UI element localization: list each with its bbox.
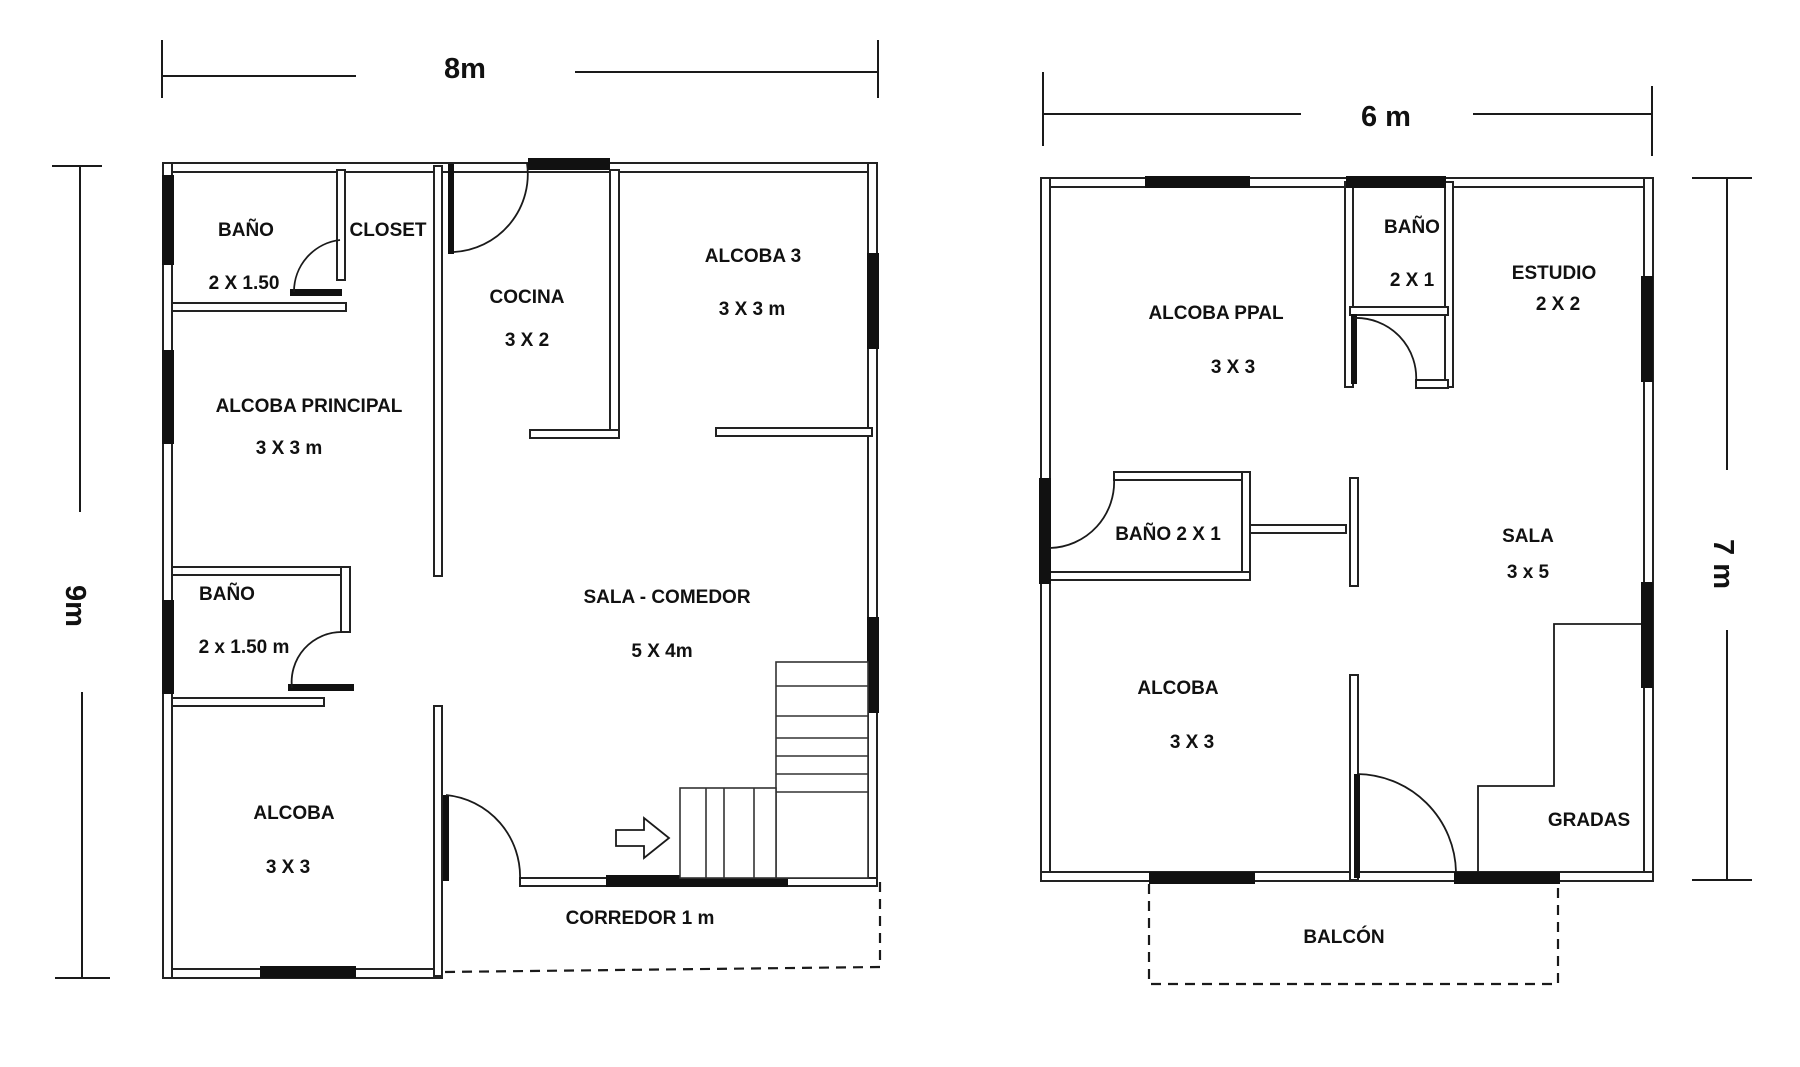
plan1-stairs: [679, 661, 869, 879]
plan2-windows: [1039, 176, 1653, 884]
plan1-bano-1-name: BAÑO: [218, 219, 274, 241]
plan1-closet-name: CLOSET: [349, 220, 426, 241]
plan1-doors: [290, 162, 529, 881]
plan1-cocina-size: 3 X 2: [505, 330, 549, 351]
plan1-windows: [162, 158, 879, 978]
plan1-width-label: 8m: [444, 53, 486, 85]
plan1-alcoba-name: ALCOBA: [253, 803, 335, 824]
plan1-room-labels: BAÑO 2 X 1.50 CLOSET COCINA 3 X 2 ALCOBA…: [199, 219, 802, 929]
floor-plan-2: 6 m 7 m: [1039, 72, 1752, 986]
plan1-bano-2-name: BAÑO: [199, 583, 255, 605]
plan2-width-dimension: 6 m: [1042, 72, 1653, 156]
plan2-alcoba-size: 3 X 3: [1170, 732, 1214, 753]
plan2-sala-size: 3 x 5: [1507, 562, 1550, 583]
plan2-balcon-name: BALCÓN: [1303, 926, 1384, 948]
plan2-bano-2-name: BAÑO 2 X 1: [1115, 523, 1221, 545]
plan2-alcoba-name: ALCOBA: [1137, 678, 1219, 699]
arrow-icon: [615, 816, 671, 860]
plan1-alcoba-principal-name: ALCOBA PRINCIPAL: [216, 396, 403, 417]
plan1-sala-comedor-name: SALA - COMEDOR: [583, 587, 750, 608]
plan1-corredor-name: CORREDOR 1 m: [566, 908, 715, 929]
plan2-alcoba-ppal-size: 3 X 3: [1211, 357, 1255, 378]
plan1-alcoba-3-name: ALCOBA 3: [705, 246, 801, 267]
plan1-bano-1-size: 2 X 1.50: [209, 273, 280, 294]
plan1-alcoba-3-size: 3 X 3 m: [719, 299, 786, 320]
plan2-sala-name: SALA: [1502, 526, 1554, 547]
plan2-height-dimension: 7 m: [1692, 177, 1752, 881]
plan2-estudio-size: 2 X 2: [1536, 294, 1580, 315]
plan1-alcoba-size: 3 X 3: [266, 857, 310, 878]
plan1-height-dimension: 9m: [52, 165, 110, 979]
plan2-gradas-name: GRADAS: [1548, 810, 1630, 831]
plan2-width-label: 6 m: [1361, 101, 1411, 133]
plan2-bano-1-size: 2 X 1: [1390, 270, 1435, 291]
plan1-sala-comedor-size: 5 X 4m: [631, 641, 692, 662]
plan1-cocina-name: COCINA: [490, 287, 565, 308]
plan2-bano-1-name: BAÑO: [1384, 216, 1440, 238]
plan2-height-label: 7 m: [1707, 539, 1739, 589]
plan1-corridor-outline: [441, 882, 882, 974]
plan1-alcoba-principal-size: 3 X 3 m: [256, 438, 323, 459]
plan2-doors: [1049, 314, 1457, 878]
floor-plan-1: 8m 9m: [52, 40, 882, 979]
plan2-alcoba-ppal-name: ALCOBA PPAL: [1148, 303, 1284, 324]
plan2-estudio-name: ESTUDIO: [1512, 263, 1596, 284]
plan1-bano-2-size: 2 x 1.50 m: [199, 637, 290, 658]
plan1-width-dimension: 8m: [161, 40, 879, 98]
plan2-stairs-outline: [1477, 623, 1644, 872]
plan2-room-labels: BAÑO 2 X 1 ESTUDIO 2 X 2 ALCOBA PPAL 3 X…: [1115, 216, 1630, 948]
plan1-height-label: 9m: [59, 585, 91, 627]
